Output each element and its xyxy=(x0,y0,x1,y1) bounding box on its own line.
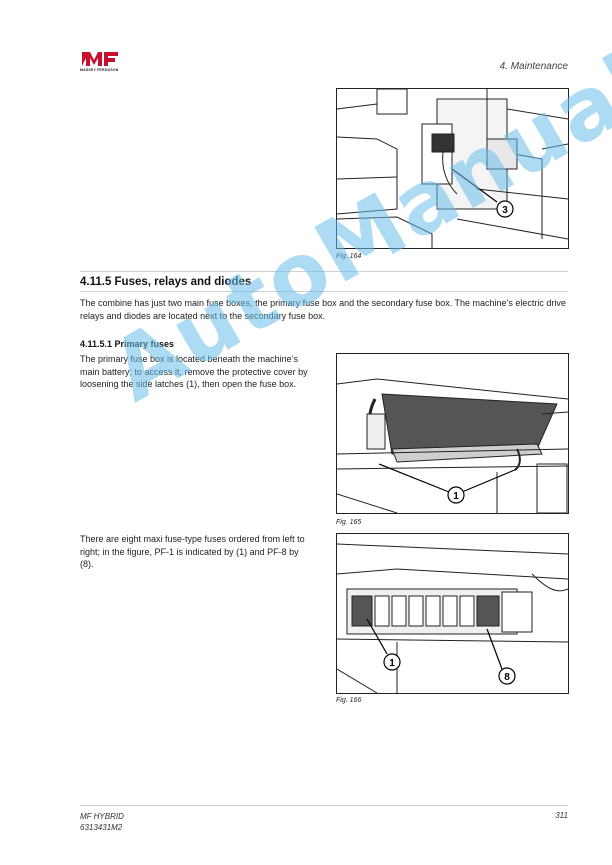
figure-164-caption: Fig. 164 xyxy=(336,253,362,260)
callout-3: 3 xyxy=(502,205,508,216)
section-rule-top xyxy=(80,271,568,272)
footer-model: MF HYBRID xyxy=(80,812,124,821)
chapter-title: 4. Maintenance xyxy=(499,61,568,72)
subsection-heading: 4.11.5.1 Primary fuses xyxy=(80,339,175,349)
brand-name: MASSEY FERGUSON xyxy=(80,68,119,72)
callout-1: 1 xyxy=(389,658,395,669)
figure-164: 3 xyxy=(336,88,569,249)
figure-166-caption: Fig. 166 xyxy=(336,697,362,704)
intro-paragraph: The combine has just two main fuse boxes… xyxy=(80,298,566,321)
footer-rule xyxy=(80,805,568,806)
massey-ferguson-logo xyxy=(80,50,120,74)
primary-fuses-paragraph: The primary fuse box is located beneath … xyxy=(80,354,308,389)
callout-1: 1 xyxy=(453,491,459,502)
section-heading: 4.11.5 Fuses, relays and diodes xyxy=(80,276,252,288)
callout-8: 8 xyxy=(504,672,510,683)
figure-165-caption: Fig. 165 xyxy=(336,519,362,526)
figure-165: 1 xyxy=(336,353,569,514)
page-number: 311 xyxy=(555,811,568,820)
figure-166: 1 8 xyxy=(336,533,569,694)
fuse-order-paragraph: There are eight maxi fuse-type fuses ord… xyxy=(80,534,305,569)
section-rule-bottom xyxy=(80,291,568,292)
footer-part-number: 6313431M2 xyxy=(80,823,123,832)
footer-model-info: MF HYBRID 6313431M2 xyxy=(80,811,124,833)
